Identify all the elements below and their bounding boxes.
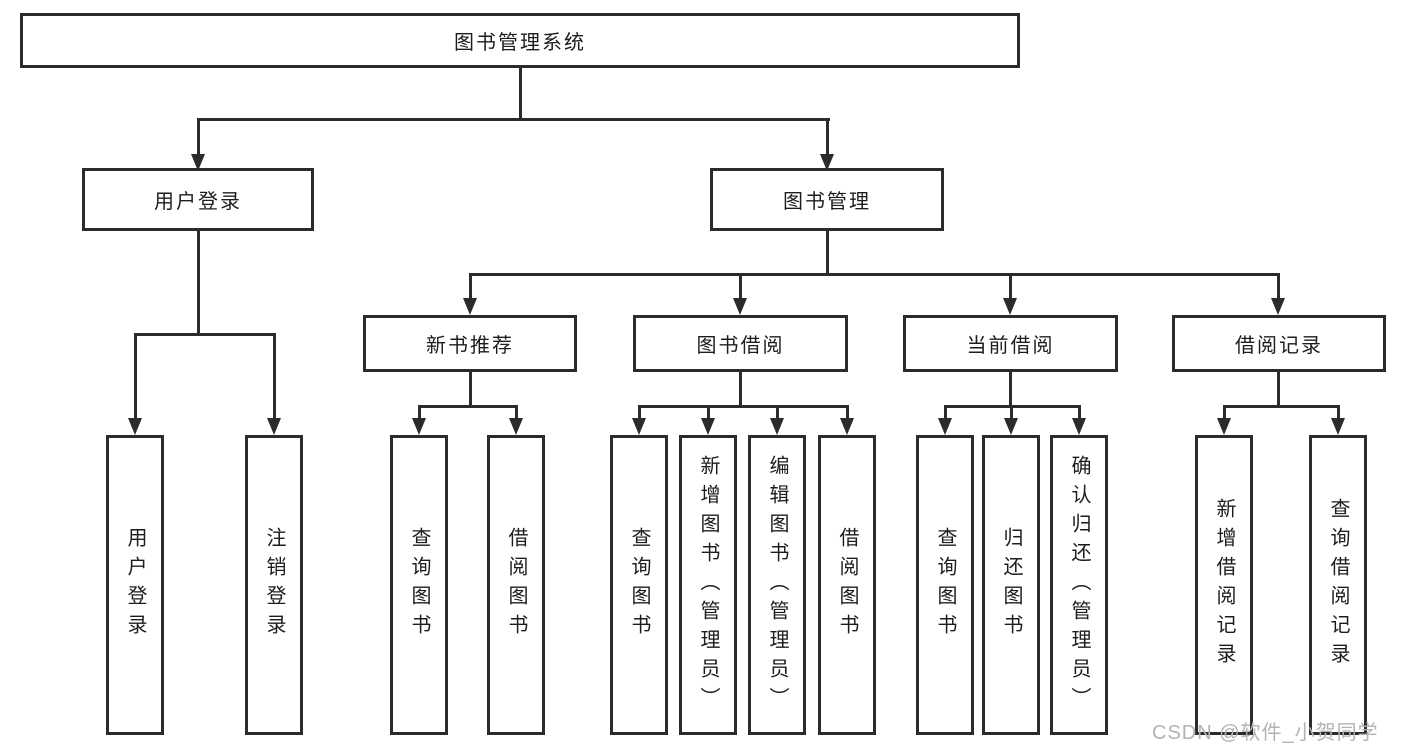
connector-userlogin-hbar — [134, 333, 276, 336]
node-leaf-logout: 注销登录 — [245, 435, 303, 735]
connector-drop-line — [1277, 273, 1280, 302]
node-leaf-query-books-2: 查询图书 — [610, 435, 668, 735]
node-leaf-edit-books-admin: 编辑图书（管理员） — [748, 435, 806, 735]
arrow-down-icon — [1217, 418, 1231, 435]
arrow-down-icon — [840, 418, 854, 435]
connector-drop-line — [776, 405, 779, 422]
arrow-down-icon — [509, 418, 523, 435]
connector-drop-line — [846, 405, 849, 422]
connector-records-stem — [1277, 372, 1280, 408]
arrow-down-icon — [1004, 418, 1018, 435]
node-book-borrowing: 图书借阅 — [633, 315, 848, 372]
connector-drop-line — [707, 405, 710, 422]
connector-drop-line — [134, 333, 137, 422]
node-leaf-add-books-admin: 新增图书（管理员） — [679, 435, 737, 735]
node-leaf-borrow-books-1: 借阅图书 — [487, 435, 545, 735]
connector-drop-line — [273, 333, 276, 422]
connector-drop-line — [1223, 405, 1226, 422]
node-user-login-module: 用户登录 — [82, 168, 314, 231]
connector-drop-line — [1010, 405, 1013, 422]
node-leaf-add-borrow-record: 新增借阅记录 — [1195, 435, 1253, 735]
csdn-watermark: CSDN @软件_小贺同学 — [1152, 722, 1379, 744]
node-leaf-query-borrow-record: 查询借阅记录 — [1309, 435, 1367, 735]
node-current-borrowing: 当前借阅 — [903, 315, 1118, 372]
connector-drop-line — [515, 405, 518, 422]
connector-root-hbar — [197, 118, 830, 121]
connector-drop-line — [197, 118, 200, 158]
connector-drop-line — [826, 118, 829, 158]
arrow-down-icon — [733, 298, 747, 315]
connector-borrow-hbar — [638, 405, 848, 408]
connector-current-stem — [1009, 372, 1012, 408]
arrow-down-icon — [701, 418, 715, 435]
arrow-down-icon — [820, 154, 834, 171]
connector-drop-line — [1078, 405, 1081, 422]
node-leaf-query-books-3: 查询图书 — [916, 435, 974, 735]
connector-newbooks-stem — [469, 372, 472, 408]
connector-root-stem — [519, 68, 522, 120]
connector-drop-line — [1009, 273, 1012, 302]
arrow-down-icon — [463, 298, 477, 315]
arrow-down-icon — [1331, 418, 1345, 435]
arrow-down-icon — [1271, 298, 1285, 315]
node-new-book-recommendation: 新书推荐 — [363, 315, 577, 372]
connector-userlogin-stem — [197, 231, 200, 335]
node-leaf-query-books-1: 查询图书 — [390, 435, 448, 735]
connector-bookmgmt-stem — [826, 231, 829, 275]
connector-drop-line — [1337, 405, 1340, 422]
connector-drop-line — [944, 405, 947, 422]
node-book-management-module: 图书管理 — [710, 168, 944, 231]
node-root-library-system: 图书管理系统 — [20, 13, 1020, 68]
node-leaf-user-login: 用户登录 — [106, 435, 164, 735]
arrow-down-icon — [770, 418, 784, 435]
arrow-down-icon — [938, 418, 952, 435]
node-leaf-return-books: 归还图书 — [982, 435, 1040, 735]
connector-borrow-stem — [739, 372, 742, 408]
arrow-down-icon — [1003, 298, 1017, 315]
node-leaf-borrow-books-2: 借阅图书 — [818, 435, 876, 735]
arrow-down-icon — [1072, 418, 1086, 435]
arrow-down-icon — [191, 154, 205, 171]
connector-drop-line — [418, 405, 421, 422]
connector-drop-line — [469, 273, 472, 302]
node-leaf-confirm-return-admin: 确认归还（管理员） — [1050, 435, 1108, 735]
arrow-down-icon — [267, 418, 281, 435]
arrow-down-icon — [632, 418, 646, 435]
connector-bookmgmt-hbar — [469, 273, 1280, 276]
connector-drop-line — [739, 273, 742, 302]
arrow-down-icon — [128, 418, 142, 435]
node-borrowing-records: 借阅记录 — [1172, 315, 1386, 372]
connector-records-hbar — [1223, 405, 1339, 408]
connector-newbooks-hbar — [418, 405, 518, 408]
connector-drop-line — [638, 405, 641, 422]
arrow-down-icon — [412, 418, 426, 435]
